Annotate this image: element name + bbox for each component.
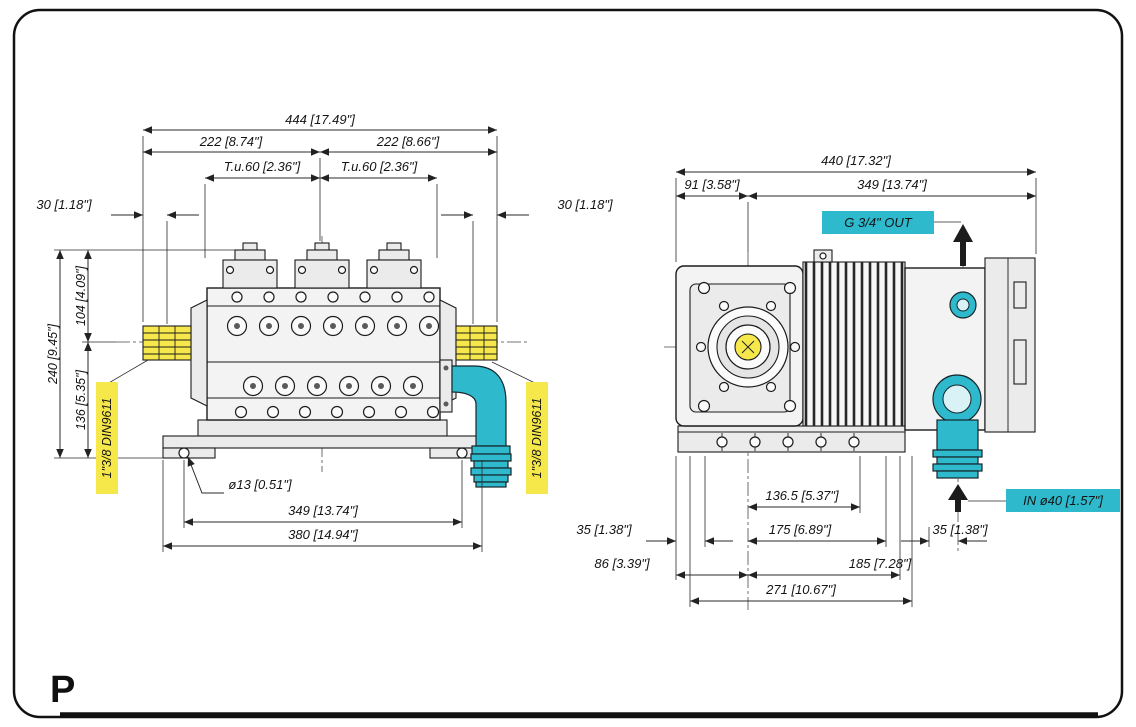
gear-cover (675, 265, 804, 427)
dim-shaft-left-text: 30 [1.18"] (36, 197, 92, 212)
dim-base-width: 380 [14.94"] (163, 527, 482, 550)
shaft-spec-label-left: 1"3/8 DIN9611 (96, 359, 149, 494)
dim-shaft-stub-right: 30 [1.18"] (441, 197, 613, 219)
dim-axis-to-foot: 175 [6.89"] (748, 522, 886, 545)
dim-half-right-text: 222 [8.66"] (376, 134, 440, 149)
dim-head-pitch: T.u.60 [2.36"] T.u.60 [2.36"] (205, 159, 437, 182)
dim-overall-width-text: 444 [17.49"] (285, 112, 355, 127)
dim-shaft-right-text: 30 [1.18"] (557, 197, 613, 212)
shaft-spec-left-text: 1"3/8 DIN9611 (100, 398, 114, 479)
outlet-port (949, 291, 977, 319)
dim-height-overall-text: 240 [9.45"] (46, 323, 60, 385)
inlet-label-text: IN ø40 [1.57"] (1023, 493, 1103, 508)
dim-depth-split: 91 [3.58"] 349 [13.74"] (676, 177, 1036, 200)
dim-axis-to-back-foot-text: 185 [7.28"] (849, 556, 912, 571)
dim-front-to-back-text: 349 [13.74"] (857, 177, 927, 192)
shaft-spec-label-right: 1"3/8 DIN9611 (491, 361, 548, 494)
inlet-label-callout: IN ø40 [1.57"] (948, 484, 1120, 512)
crankcase (206, 287, 441, 421)
dim-axis-to-back-foot: 185 [7.28"] (748, 556, 912, 579)
dim-head-pitch-right-text: T.u.60 [2.36"] (341, 159, 418, 174)
dim-overall-depth: 440 [17.32"] (676, 153, 1036, 176)
dim-axis-to-foot-text: 175 [6.89"] (769, 522, 832, 537)
dim-head-pitch-left-text: T.u.60 [2.36"] (224, 159, 301, 174)
dim-foot-hole-text: ø13 [0.51"] (228, 477, 292, 492)
side-view-dimensions: 440 [17.32"] 91 [3.58"] 349 [13.74"] G 3… (576, 153, 1120, 607)
dim-shaft-to-front-text: 91 [3.58"] (684, 177, 740, 192)
sheet-frame (12, 8, 1124, 719)
outlet-label-text: G 3/4" OUT (844, 215, 913, 230)
cooling-fins (802, 249, 906, 427)
dim-half-widths: 222 [8.74"] 222 [8.66"] (143, 134, 497, 156)
splined-shaft-left (142, 325, 192, 361)
dim-overall-depth-text: 440 [17.32"] (821, 153, 891, 168)
outlet-label-box (822, 211, 934, 234)
foot-hole-right (456, 447, 468, 459)
dim-foot-hole-callout: ø13 [0.51"] (187, 456, 292, 494)
dim-foot-front-edge-text: 86 [3.39"] (594, 556, 650, 571)
dim-axis-to-port-text: 136.5 [5.37"] (765, 488, 839, 503)
dim-inlet-offset: 35 [1.38"] (901, 522, 988, 545)
dim-overall-width: 444 [17.49"] (143, 112, 497, 134)
dim-foot-front-text: 35 [1.38"] (576, 522, 632, 537)
dim-half-left-text: 222 [8.74"] (199, 134, 263, 149)
inlet-flow-up-arrow-icon (948, 484, 968, 512)
dim-axis-to-port: 136.5 [5.37"] (748, 488, 860, 511)
dim-heights: 240 [9.45"] 104 [4.09"] 136 [5.35"] (46, 250, 92, 458)
front-view-pump-drawing (116, 236, 528, 488)
dim-inlet-offset-text: 35 [1.38"] (932, 522, 988, 537)
splined-shaft-right (455, 325, 498, 361)
foot-hole-left (178, 447, 190, 459)
dim-foot-holes-span: 349 [13.74"] (184, 503, 462, 526)
sheet-letter: P (50, 669, 75, 711)
side-view: 440 [17.32"] 91 [3.58"] 349 [13.74"] G 3… (576, 153, 1120, 610)
dim-base-depth: 271 [10.67"] (690, 582, 912, 605)
dim-height-axis-top-text: 104 [4.09"] (74, 265, 88, 326)
discharge-elbow (439, 359, 512, 488)
side-view-pump-drawing (664, 238, 1036, 610)
dim-height-axis-bottom-text: 136 [5.35"] (74, 369, 88, 430)
inlet-label-box (1006, 489, 1120, 512)
outlet-label-callout: G 3/4" OUT (822, 211, 973, 266)
pump-heads (222, 242, 422, 289)
bearing-bell-left (190, 299, 208, 407)
dim-shaft-stub-left: 30 [1.18"] (36, 197, 199, 219)
dim-base-depth-text: 271 [10.67"] (765, 582, 836, 597)
dim-foot-front: 35 [1.38"] (576, 522, 733, 545)
inlet-port (932, 374, 983, 479)
dim-base-width-text: 380 [14.94"] (288, 527, 358, 542)
front-view: 444 [17.49"] 222 [8.74"] 222 [8.66"] T.u… (36, 112, 613, 552)
front-view-dimensions: 444 [17.49"] 222 [8.74"] 222 [8.66"] T.u… (36, 112, 613, 552)
outlet-flow-up-arrow-icon (953, 224, 973, 266)
side-base (677, 425, 906, 453)
dim-foot-holes-span-text: 349 [13.74"] (288, 503, 358, 518)
shaft-spec-right-text: 1"3/8 DIN9611 (530, 398, 544, 479)
mounting-bracket (162, 419, 483, 459)
dim-foot-front-edge: 86 [3.39"] (594, 556, 748, 579)
